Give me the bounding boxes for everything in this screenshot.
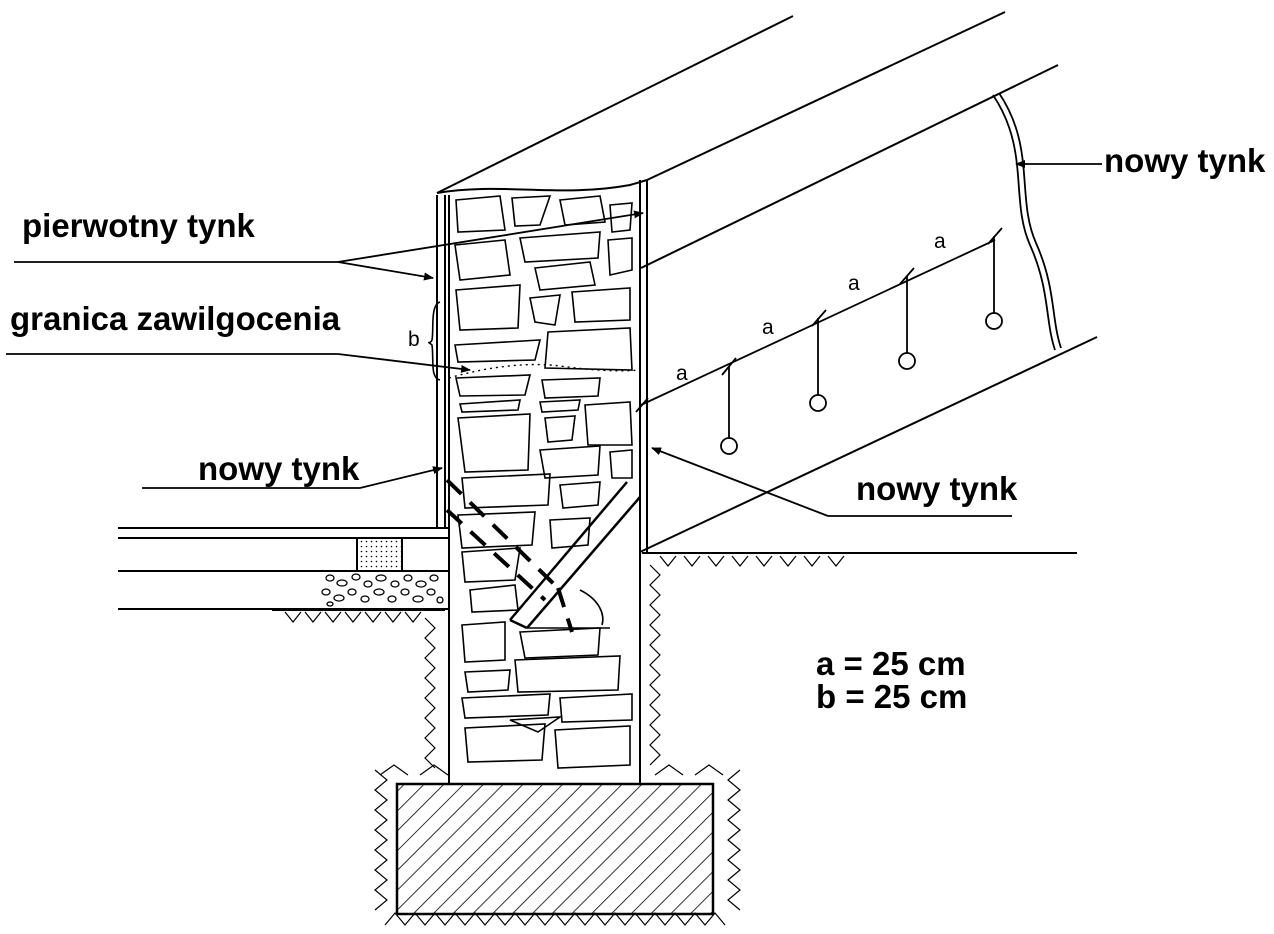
dimension-a-4: a	[934, 230, 946, 253]
label-new-plaster-right-bottom: nowy tynk	[856, 470, 1018, 507]
label-original-plaster: pierwotny tynk	[22, 207, 256, 244]
footing	[395, 782, 715, 916]
dimension-b-brace	[428, 301, 441, 381]
injection-channel	[509, 481, 641, 630]
dimension-a-3: a	[848, 272, 860, 295]
injection-holes	[635, 227, 1003, 455]
dimension-a-1: a	[676, 362, 688, 385]
legend-a: a = 25 cm	[816, 645, 966, 682]
floor-layers	[118, 527, 448, 610]
dashed-channel-outline	[445, 478, 574, 633]
wall-stones	[454, 195, 633, 769]
label-new-plaster-right-top: nowy tynk	[1104, 142, 1266, 179]
wall-section	[436, 180, 648, 784]
wall-perspective	[436, 11, 1098, 553]
new-plaster-boundary	[992, 92, 1062, 351]
label-moisture-limit: granica zawilgocenia	[10, 300, 341, 337]
gravel-layer	[321, 573, 444, 607]
label-new-plaster-left: nowy tynk	[198, 450, 360, 487]
dimension-a-2: a	[762, 316, 774, 339]
dimension-b: b	[408, 328, 420, 351]
leader-lines	[6, 160, 1102, 517]
legend-b: b = 25 cm	[816, 678, 967, 715]
